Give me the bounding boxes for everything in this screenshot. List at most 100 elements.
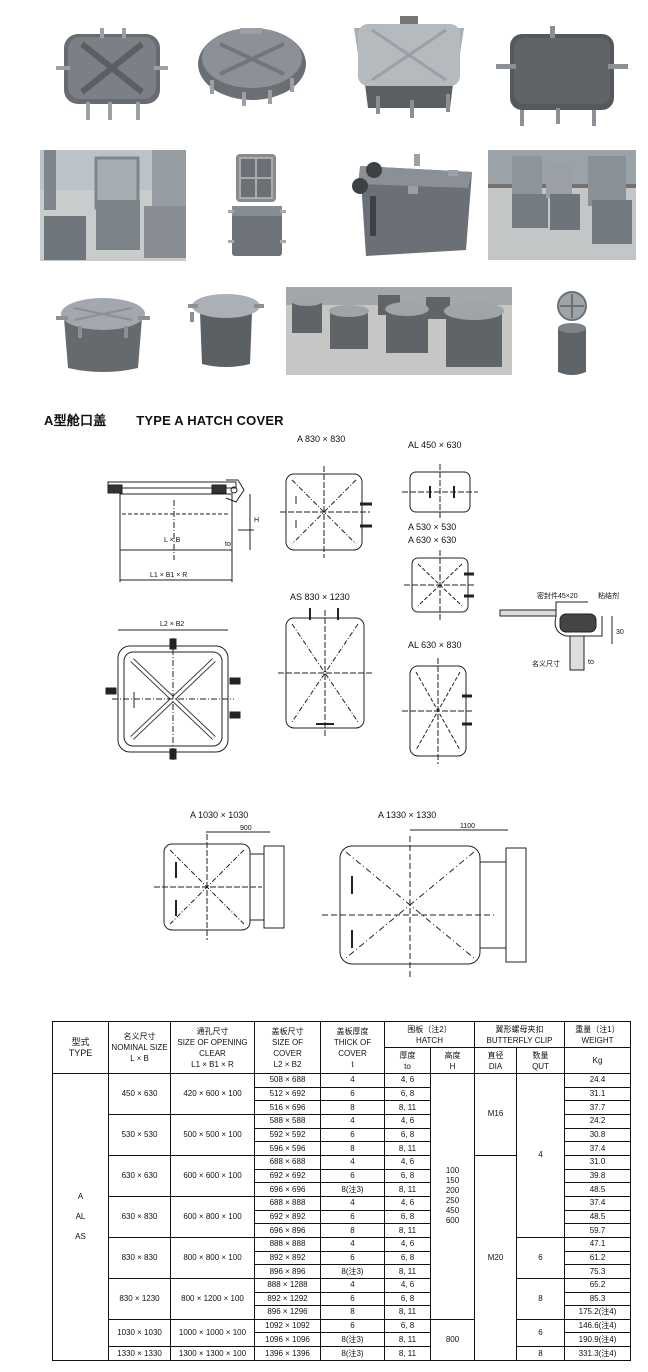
to-cell: 8, 11 — [384, 1305, 431, 1320]
cover-cell: 888 × 1288 — [254, 1277, 321, 1293]
to-cell: 8, 11 — [384, 1141, 431, 1156]
round-hatches-yard-photo — [286, 287, 512, 375]
cover-cell: 896 × 1296 — [254, 1305, 321, 1320]
cover-cell: 696 × 696 — [254, 1182, 321, 1197]
qut-cell: 6 — [516, 1318, 566, 1348]
clear-cell: 1300 × 1300 × 100 — [170, 1346, 255, 1361]
weight-cell: 37.4 — [564, 1195, 632, 1211]
t-cell: 8(注3) — [320, 1264, 385, 1279]
t-cell: 6 — [320, 1086, 385, 1102]
round-hatch-side-photo — [186, 290, 266, 370]
clear-cell: 600 × 600 × 100 — [170, 1154, 255, 1197]
t-cell: 8(注3) — [320, 1332, 385, 1348]
nominal-cell: 630 × 830 — [108, 1195, 171, 1238]
to-cell: 8, 11 — [384, 1223, 431, 1238]
weight-cell: 31.1 — [564, 1086, 632, 1102]
to-cell: 8, 11 — [384, 1332, 431, 1348]
t-cell: 4 — [320, 1154, 385, 1170]
cover-cell: 692 × 892 — [254, 1209, 321, 1225]
weight-cell: 48.5 — [564, 1182, 632, 1197]
weight-cell: 65.2 — [564, 1277, 632, 1293]
cover-cell: 892 × 1292 — [254, 1291, 321, 1307]
weight-cell: 75.3 — [564, 1264, 632, 1279]
weight-cell: 37.4 — [564, 1141, 632, 1156]
dim-900-label: 900 — [240, 825, 252, 832]
qut-cell: 8 — [516, 1346, 566, 1361]
heading-cn: A型舱口盖 — [44, 413, 107, 428]
weight-cell: 24.2 — [564, 1113, 632, 1129]
nominal-cell: 630 × 630 — [108, 1154, 171, 1197]
a1030-label: A 1030 × 1030 — [190, 810, 248, 820]
t-cell: 4 — [320, 1195, 385, 1211]
weight-cell: 190.9(注4) — [564, 1332, 632, 1348]
al630-drawing — [402, 658, 474, 764]
clear-cell: 1000 × 1000 × 100 — [170, 1318, 255, 1348]
cover-cell: 688 × 888 — [254, 1195, 321, 1211]
to-cell: 6, 8 — [384, 1127, 431, 1143]
weight-cell: 331.3(注4) — [564, 1346, 632, 1361]
cover-cell: 1096 × 1096 — [254, 1332, 321, 1348]
t-cell: 4 — [320, 1113, 385, 1129]
to-cell: 6, 8 — [384, 1086, 431, 1102]
side-elevation-drawing — [107, 479, 254, 582]
nominal-cell: 530 × 530 — [108, 1113, 171, 1156]
al630-label: AL 630 × 830 — [408, 640, 461, 650]
hatch-square-flange-photo — [350, 14, 468, 120]
cover-cell: 1396 × 1396 — [254, 1346, 321, 1361]
weight-cell: 146.6(注4) — [564, 1318, 632, 1334]
weight-cell: 85.3 — [564, 1291, 632, 1307]
t-cell: 8(注3) — [320, 1182, 385, 1197]
weight-cell: 24.4 — [564, 1073, 632, 1088]
open-hatches-row-photo — [488, 150, 636, 260]
dim-1100-label: 1100 — [460, 823, 475, 830]
gasket-nominal-label: 名义尺寸 — [532, 659, 560, 668]
plan-l2b2-label: L2 × B2 — [160, 621, 184, 628]
dia-cell: M20 — [474, 1154, 518, 1362]
weight-cell: 61.2 — [564, 1250, 632, 1266]
cover-cell: 696 × 896 — [254, 1223, 321, 1238]
t-cell: 4 — [320, 1073, 385, 1088]
qut-cell: 6 — [516, 1236, 566, 1279]
t-cell: 6 — [320, 1209, 385, 1225]
round-hatch-photo — [54, 290, 152, 374]
hatch-square-dark-photo — [496, 24, 630, 128]
weight-cell: 59.7 — [564, 1223, 632, 1238]
to-cell: 8, 11 — [384, 1264, 431, 1279]
to-cell: 6, 8 — [384, 1291, 431, 1307]
technical-drawings: L × B L1 × B1 × R H to L2 × B2 A 830 × 8… — [0, 430, 648, 1015]
col-hatch: 围板（注2）HATCH — [383, 1021, 476, 1048]
nominal-cell: 1030 × 1030 — [108, 1318, 171, 1348]
cover-cell: 692 × 692 — [254, 1168, 321, 1184]
to-cell: 8, 11 — [384, 1100, 431, 1115]
weight-cell: 47.1 — [564, 1236, 632, 1252]
to-cell: 4, 6 — [384, 1195, 431, 1211]
to-cell: 4, 6 — [384, 1277, 431, 1293]
a530-label: A 530 × 530 — [408, 522, 456, 532]
weight-cell: 37.7 — [564, 1100, 632, 1115]
gasket-label: 密封件45×20 — [537, 591, 578, 600]
col-weight: 重量（注1）WEIGHT — [564, 1021, 632, 1048]
gasket-30-label: 30 — [616, 629, 624, 636]
to-cell: 6, 8 — [384, 1168, 431, 1184]
clear-cell: 500 × 500 × 100 — [170, 1113, 255, 1156]
nominal-cell: 450 × 630 — [108, 1073, 171, 1115]
qut-cell: 4 — [516, 1073, 566, 1238]
a830-label: A 830 × 830 — [297, 434, 345, 444]
gasket-detail-drawing — [499, 601, 613, 671]
hatch-oval-photo — [196, 22, 308, 108]
cover-cell: 596 × 596 — [254, 1141, 321, 1156]
to-cell: 8, 11 — [384, 1346, 431, 1361]
as830-label: AS 830 × 1230 — [290, 592, 350, 602]
to-cell: 4, 6 — [384, 1113, 431, 1129]
a630-drawing — [404, 550, 476, 620]
